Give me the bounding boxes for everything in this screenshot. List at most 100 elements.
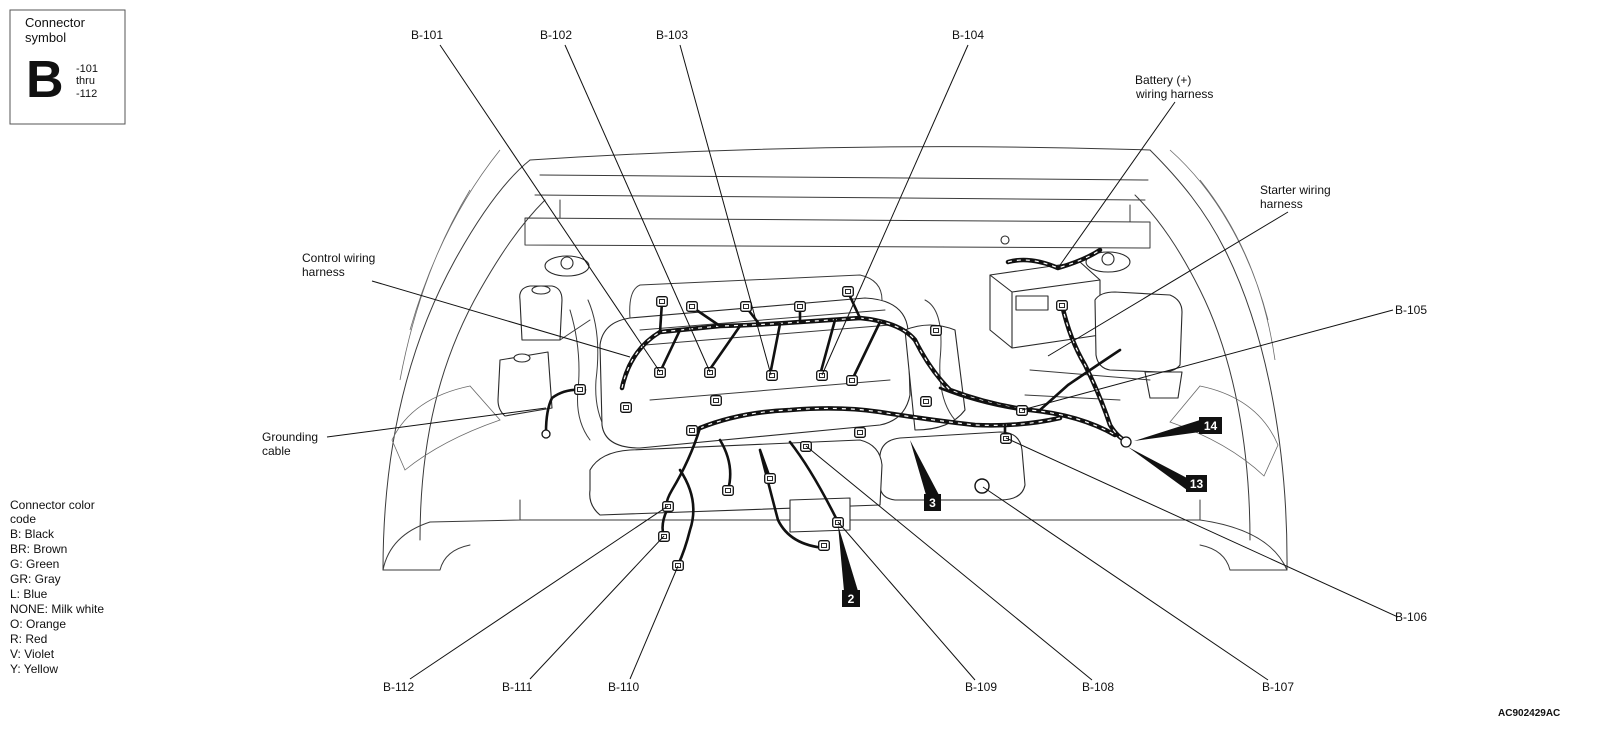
connector-symbol-frame: [9, 9, 126, 125]
label-control-harness-1: Control wiring: [302, 251, 375, 265]
connector-color-code-legend: Connector color code B: Black BR: Brown …: [10, 498, 104, 676]
label-starter-harness-1: Starter wiring: [1260, 183, 1331, 197]
connector-b-110: [673, 561, 684, 571]
connector-b-104: [817, 371, 828, 381]
connector-symbol-title-2: symbol: [25, 30, 66, 45]
relay-box: [1144, 371, 1183, 399]
callout-2-pointer: [838, 525, 858, 591]
harness-connector: [847, 376, 858, 386]
leader-line-starter-harness: [1047, 211, 1289, 357]
battery-terminal-box: [1015, 295, 1049, 311]
color-code-entry: Y: Yellow: [10, 662, 58, 676]
headlight-right: [1169, 385, 1279, 477]
label-b-108: B-108: [1082, 680, 1114, 694]
color-code-entry: R: Red: [10, 632, 47, 646]
leader-line-b-104: [821, 44, 969, 376]
leader-line-b-110: [629, 565, 679, 680]
label-grounding-cable-1: Grounding: [262, 430, 318, 444]
label-b-111: B-111: [502, 680, 533, 694]
coolant-reservoir-cap: [531, 285, 551, 295]
callout-13: 13: [1128, 447, 1207, 492]
figure-id: AC902429AC: [1498, 708, 1560, 719]
ground-terminal: [1120, 436, 1132, 448]
headlight-left: [391, 385, 501, 471]
radiator-fan-shroud: [589, 439, 883, 516]
leader-line-grounding-cable: [326, 407, 547, 438]
connector-range-word: thru: [76, 75, 95, 87]
connector-b-105: [1017, 406, 1028, 416]
front-harness: [661, 426, 732, 567]
harness-connector: [795, 302, 806, 312]
harness-connector: [621, 403, 632, 413]
callout-2: 2: [838, 525, 860, 607]
color-code-entry: O: Orange: [10, 617, 66, 631]
main-lower-harness-stripe: [699, 407, 1061, 429]
washer-tank: [497, 351, 553, 417]
coolant-hoses: [559, 299, 607, 441]
callout-14-pointer: [1134, 420, 1200, 441]
leader-line-control-harness: [371, 280, 631, 358]
connector-symbol-box: Connector symbol B -101 thru -112: [9, 9, 126, 125]
ground-terminal: [541, 429, 551, 439]
leader-lines: [326, 44, 1399, 681]
label-b-103: B-103: [656, 28, 688, 42]
harness-connector: [687, 302, 698, 312]
label-b-102: B-102: [540, 28, 572, 42]
color-code-entry: B: Black: [10, 527, 55, 541]
callout-14-label: 14: [1204, 419, 1218, 433]
label-b-109: B-109: [965, 680, 997, 694]
coolant-reservoir: [519, 285, 563, 341]
label-b-106: B-106: [1395, 610, 1427, 624]
harness-connector: [843, 287, 854, 297]
callout-2-label: 2: [848, 592, 855, 606]
leader-line-b-102: [564, 44, 711, 373]
harness-connector: [931, 326, 942, 336]
label-grounding-cable-2: cable: [262, 444, 291, 458]
label-b-107: B-107: [1262, 680, 1294, 694]
connector-symbol-letter: B: [26, 51, 64, 109]
harness-connector: [855, 428, 866, 438]
harness-connector: [819, 541, 830, 551]
leader-line-battery-harness: [1057, 101, 1176, 269]
harness-connector: [575, 385, 586, 395]
color-code-title-1: Connector color: [10, 498, 95, 512]
harness-connector: [723, 486, 734, 496]
callout-13-label: 13: [1190, 477, 1204, 491]
leader-line-b-111: [529, 535, 665, 680]
label-battery-harness-1: Battery (+): [1135, 73, 1191, 87]
leader-line-b-101: [439, 44, 661, 373]
connector-b-103: [767, 371, 778, 381]
fender-inner-lines: [399, 149, 1276, 381]
engine-harness-branches: [658, 290, 882, 382]
callout-3: 3: [910, 440, 941, 511]
cowl-bolt: [1000, 235, 1010, 245]
label-b-112: B-112: [383, 680, 414, 694]
callout-3-pointer: [910, 440, 939, 495]
callout-14: 14: [1134, 417, 1222, 441]
color-code-entry: G: Green: [10, 557, 59, 571]
label-control-harness-2: harness: [302, 265, 345, 279]
label-b-110: B-110: [608, 680, 639, 694]
front-bumper: [382, 499, 1288, 571]
harness-connector: [687, 426, 698, 436]
label-battery-harness-2: wiring harness: [1135, 87, 1213, 101]
connector-labels: B-101 B-102 B-103 B-104 B-105 B-106 B-10…: [383, 28, 1427, 694]
leader-line-b-105: [1021, 309, 1394, 411]
leader-line-b-107: [982, 486, 1269, 681]
color-code-entry: V: Violet: [10, 647, 55, 661]
callout-13-pointer: [1128, 447, 1187, 490]
leader-line-b-109: [837, 521, 976, 681]
battery-wiring-harness: [1005, 247, 1103, 271]
label-b-101: B-101: [411, 28, 443, 42]
label-b-104: B-104: [952, 28, 984, 42]
connector-b-102: [705, 368, 716, 378]
grounding-cable: [544, 388, 587, 434]
connector-b-107: [974, 478, 990, 494]
harness-connector: [1057, 301, 1068, 311]
label-starter-harness-2: harness: [1260, 197, 1303, 211]
connector-range-from: -101: [76, 63, 98, 75]
leader-line-b-106: [1005, 437, 1399, 618]
leader-line-b-112: [409, 505, 669, 680]
harness-connector: [657, 297, 668, 307]
harness-connector: [741, 302, 752, 312]
